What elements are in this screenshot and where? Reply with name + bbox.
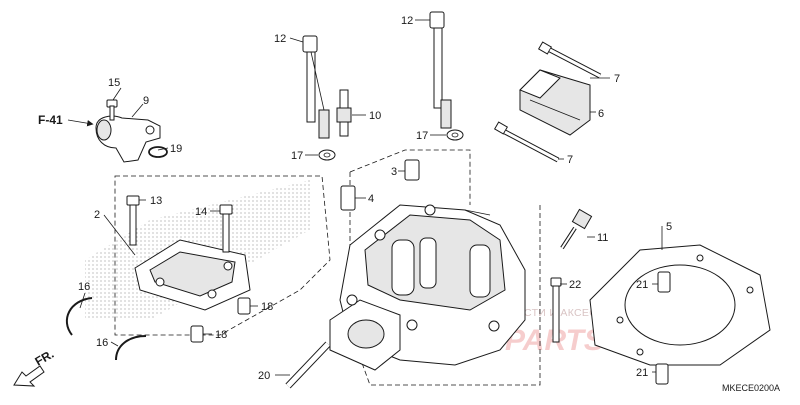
callout-12: 12 bbox=[401, 15, 413, 27]
callout-2: 2 bbox=[94, 209, 100, 221]
front-label: FR. bbox=[33, 347, 57, 369]
callout-16: 16 bbox=[78, 281, 90, 293]
callout-18: 18 bbox=[261, 301, 273, 313]
circlips bbox=[65, 297, 147, 361]
holder-bolt-13 bbox=[126, 195, 140, 246]
callout-7: 7 bbox=[614, 73, 620, 85]
callout-17: 17 bbox=[291, 150, 303, 162]
guide-pin-upper bbox=[537, 41, 602, 79]
callout-21: 21 bbox=[636, 279, 648, 291]
callout-22: 22 bbox=[569, 279, 581, 291]
front-arrow: FR. bbox=[13, 347, 57, 387]
callout-4: 4 bbox=[368, 193, 374, 205]
callout-7: 7 bbox=[567, 154, 573, 166]
washers bbox=[318, 129, 464, 161]
holder-dowels bbox=[190, 297, 251, 343]
guide-pin-lower bbox=[493, 121, 560, 163]
callout-14: 14 bbox=[195, 206, 207, 218]
diagram-reference-code: MKECE0200A bbox=[722, 383, 780, 393]
callout-16: 16 bbox=[96, 337, 108, 349]
callout-6: 6 bbox=[598, 108, 604, 120]
head-gasket bbox=[589, 244, 771, 366]
cylinder-head-bolt-left bbox=[302, 35, 330, 139]
callout-3: 3 bbox=[391, 166, 397, 178]
cam-sprocket-assembly bbox=[519, 69, 591, 136]
callout-13: 13 bbox=[150, 195, 162, 207]
callout-20: 20 bbox=[258, 370, 270, 382]
water-outlet-joint bbox=[95, 115, 161, 163]
rocker-arm-holder bbox=[134, 239, 251, 311]
cylinder-head-bolt-right bbox=[429, 11, 452, 129]
f41-label: F-41 bbox=[38, 113, 63, 127]
bolt-15 bbox=[106, 99, 118, 121]
callout-12: 12 bbox=[274, 33, 286, 45]
stud-bolt-22 bbox=[550, 277, 562, 343]
callout-17: 17 bbox=[416, 130, 428, 142]
temperature-sensor bbox=[560, 208, 593, 250]
holder-bolt-14 bbox=[219, 204, 233, 253]
dowel-pins bbox=[340, 159, 420, 211]
callout-5: 5 bbox=[666, 221, 672, 233]
callout-15: 15 bbox=[108, 77, 120, 89]
callout-9: 9 bbox=[143, 95, 149, 107]
callout-21: 21 bbox=[636, 367, 648, 379]
callout-18: 18 bbox=[215, 329, 227, 341]
section-ref-f41: F-41 bbox=[38, 113, 94, 127]
stud-bolt-20 bbox=[285, 341, 331, 389]
cylinder-head bbox=[329, 204, 526, 371]
leader-lines bbox=[79, 19, 663, 376]
callout-10: 10 bbox=[369, 110, 381, 122]
callout-19: 19 bbox=[170, 143, 182, 155]
callout-11: 11 bbox=[597, 232, 608, 244]
spark-plug bbox=[336, 89, 352, 137]
callout-numbers: 12 12 15 9 19 10 17 17 3 4 7 6 7 11 22 5… bbox=[78, 15, 672, 382]
gasket-dowel-pins bbox=[655, 271, 671, 385]
o-ring bbox=[148, 146, 168, 158]
